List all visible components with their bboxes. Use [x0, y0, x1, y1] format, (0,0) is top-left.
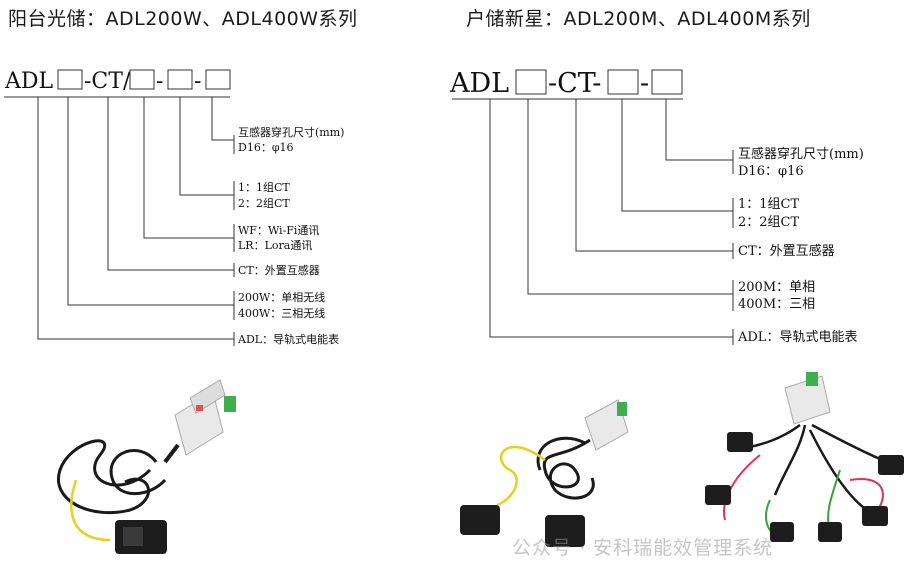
left-anno-5-line-2: 400W：三相无线 [238, 306, 325, 320]
left-code-ct: -CT/ [84, 69, 131, 94]
right-code-prefix: ADL [449, 68, 509, 99]
product-photo-single-ct-meter [56, 379, 236, 554]
right-anno-3-line-1: CT：外置互感器 [738, 243, 835, 259]
right-code-box-2 [607, 69, 639, 95]
left-code-diagram: ADL -CT/ - - 互感器穿孔尺寸(mm) D16：φ16 1：1组CT … [4, 69, 344, 346]
left-anno-2-line-2: 2：2组CT [238, 196, 290, 210]
right-leader-1 [665, 99, 733, 161]
left-code-dash-1: - [156, 69, 163, 94]
left-anno-1-line-2: D16：φ16 [238, 141, 294, 154]
right-code-dash: - [640, 68, 649, 99]
left-series-title: 阳台光储：ADL200W、ADL400W系列 [8, 8, 358, 30]
left-anno-5-line-1: 200W：单相无线 [238, 290, 325, 304]
left-code-prefix: ADL [4, 69, 54, 94]
right-anno-1-line-2: D16：φ16 [738, 164, 804, 179]
left-leader-6 [37, 97, 234, 340]
right-code-diagram: ADL -CT- - 互感器穿孔尺寸(mm) D16：φ16 1：1组CT 2：… [449, 68, 864, 345]
product-photo-three-phase-meter [705, 372, 904, 542]
right-code-box-1 [515, 69, 547, 95]
left-leader-1 [211, 97, 234, 141]
left-anno-6-line-1: ADL：导轨式电能表 [237, 332, 339, 346]
left-leader-2 [179, 97, 234, 196]
right-series-title: 户储新星：ADL200M、ADL400M系列 [466, 8, 811, 30]
left-anno-1-line-1: 互感器穿孔尺寸(mm) [238, 125, 344, 139]
watermark: 公众号 · 安科瑞能效管理系统 [512, 537, 774, 559]
right-leader-2 [621, 99, 733, 212]
right-code-box-3 [651, 69, 683, 95]
right-leader-5 [489, 99, 733, 338]
right-anno-1-line-1: 互感器穿孔尺寸(mm) [738, 146, 864, 162]
right-code-ct: -CT- [548, 68, 601, 99]
left-anno-3-line-1: WF：Wi-Fi通讯 [238, 224, 319, 237]
left-leader-5 [67, 97, 234, 306]
left-code-box-4 [205, 69, 231, 90]
right-anno-2-line-1: 1：1组CT [738, 197, 799, 212]
right-anno-4-line-1: 200M：单相 [738, 280, 815, 295]
right-leader-3 [575, 99, 733, 252]
left-anno-4-line-1: CT：外置互感器 [238, 264, 320, 277]
right-anno-4-line-2: 400M：三相 [738, 297, 815, 312]
product-photo-dual-ct-meter [460, 399, 629, 547]
left-code-box-3 [167, 69, 193, 90]
left-anno-3-line-2: LR：Lora通讯 [238, 239, 312, 252]
right-anno-2-line-2: 2：2组CT [738, 215, 799, 230]
right-leader-4 [527, 99, 733, 295]
left-code-dash-2: - [194, 69, 201, 94]
left-leader-3 [143, 97, 234, 239]
left-anno-2-line-1: 1：1组CT [238, 180, 290, 194]
right-anno-5-line-1: ADL：导轨式电能表 [737, 330, 857, 345]
left-code-box-1 [57, 69, 83, 90]
left-code-box-2 [129, 69, 155, 90]
left-leader-4 [107, 97, 234, 271]
